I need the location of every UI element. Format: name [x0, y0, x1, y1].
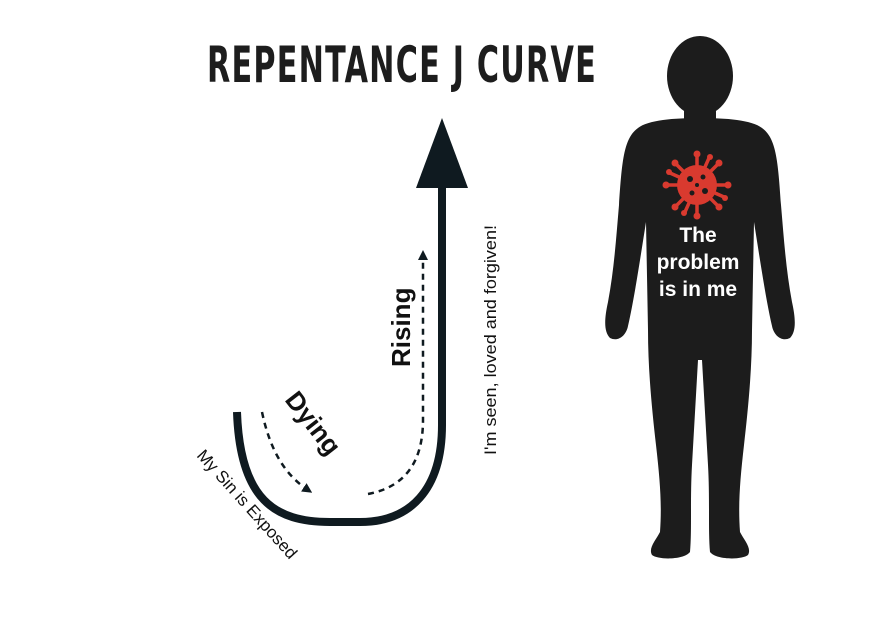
dying-dashed-arrow	[260, 411, 313, 493]
person-silhouette	[605, 36, 795, 559]
diagram-title: REPENTANCE J CURVE	[207, 36, 597, 94]
rising-label: Rising	[386, 288, 416, 367]
dying-label: Dying	[279, 385, 347, 460]
up-arrow-head-icon	[416, 118, 468, 188]
shirt-text-line1: The	[679, 224, 716, 247]
shirt-text-line3: is in me	[659, 278, 737, 301]
j-curve-line	[233, 185, 446, 526]
virus-icon	[662, 150, 732, 220]
shirt-text-line2: problem	[657, 251, 740, 274]
rising-dashed-arrow	[367, 250, 428, 496]
forgiven-label: I'm seen, loved and forgiven!	[481, 225, 500, 455]
